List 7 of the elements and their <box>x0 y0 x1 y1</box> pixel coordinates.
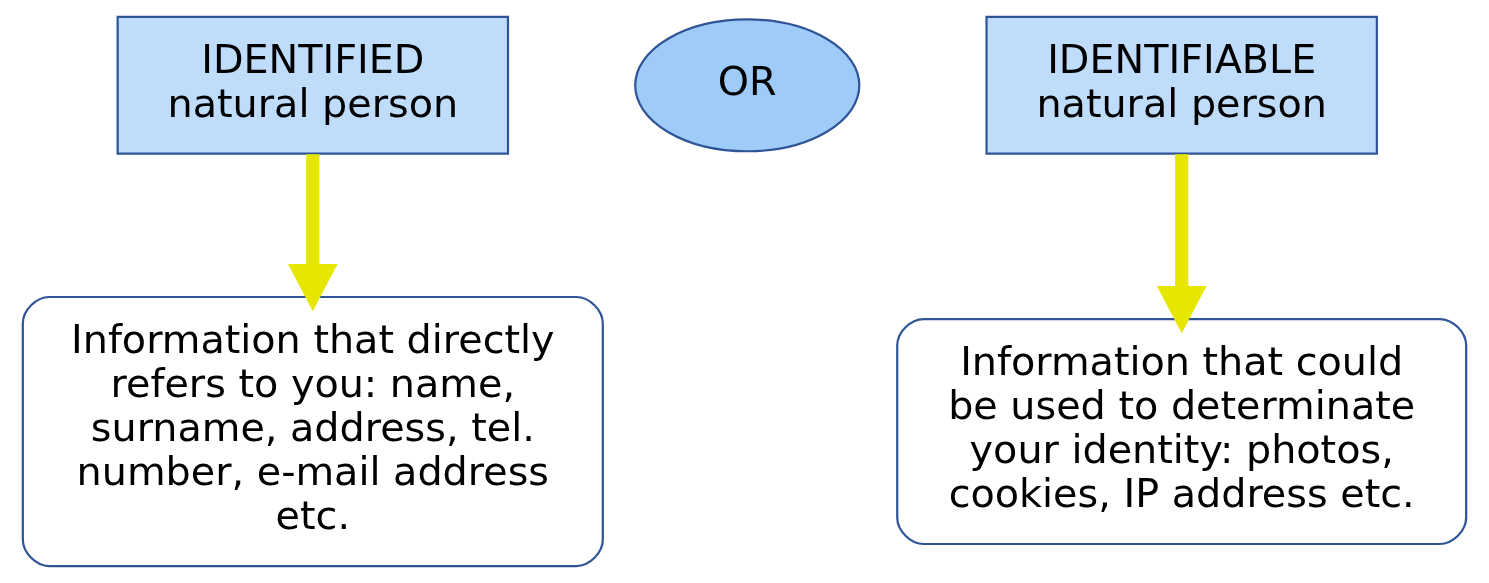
arrow <box>1156 154 1207 334</box>
node-ellipse: OR <box>634 18 861 153</box>
node-box: Information that could be used to determinate your identity: photos, cookies, IP address etc. <box>896 317 1468 546</box>
node-box: IDENTIFIABLE natural person <box>985 15 1378 155</box>
node-box: Information that directly refers to you: name, surname, address, tel. number, e-mail address etc. <box>21 295 604 568</box>
arrow <box>287 154 338 312</box>
node-box: IDENTIFIED natural person <box>116 15 510 155</box>
